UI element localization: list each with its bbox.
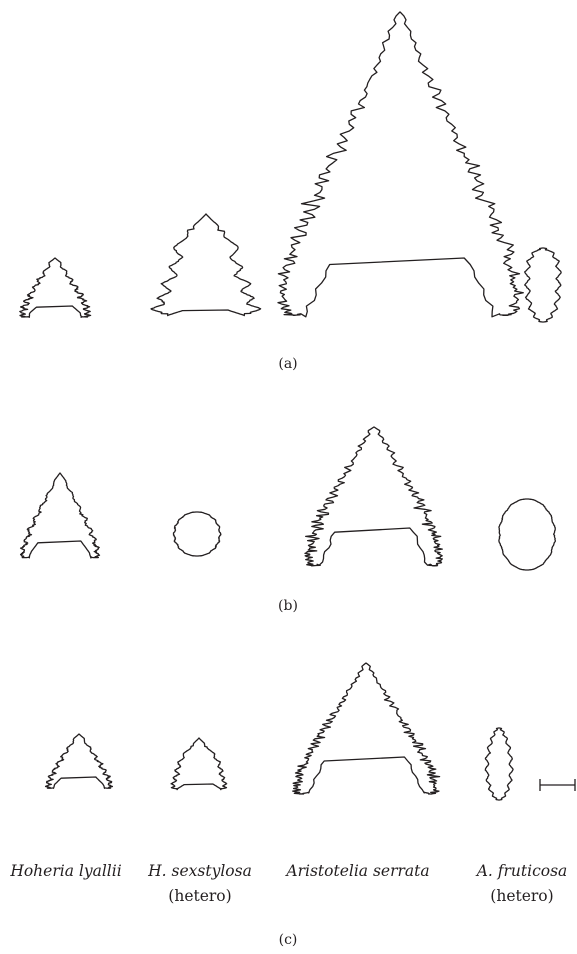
species-label-a-fruticosa: A. fruticosa — [475, 862, 568, 880]
panel-label-b: (b) — [278, 598, 298, 614]
panel-b: (b) — [19, 426, 556, 614]
panel-label-a: (a) — [278, 356, 297, 372]
leaf-a-aristotelia-serrata — [277, 11, 524, 318]
scale-bar — [539, 779, 576, 791]
leaf-a-hoheria-lyallii — [19, 257, 92, 318]
species-note-a-fruticosa: (hetero) — [490, 887, 553, 905]
leaf-c-h-sexstylosa — [170, 737, 228, 791]
leaf-c-a-fruticosa — [484, 727, 514, 801]
leaf-c-hoheria-lyallii — [44, 733, 114, 789]
panel-c: Hoheria lyallii H. sexstylosa (hetero) A… — [9, 662, 576, 948]
leaf-b-aristotelia-serrata — [304, 426, 443, 567]
leaf-a-a-fruticosa — [524, 247, 562, 323]
leaf-b-a-fruticosa — [498, 498, 556, 571]
species-label-h-sexstylosa: H. sexstylosa — [147, 862, 252, 880]
panel-a: (a) — [19, 11, 562, 372]
leaf-b-hoheria-lyallii — [19, 472, 101, 559]
leaf-a-h-sexstylosa — [150, 213, 262, 317]
species-label-hoheria-lyallii: Hoheria lyallii — [9, 862, 121, 880]
species-note-h-sexstylosa: (hetero) — [168, 887, 231, 905]
panel-label-c: (c) — [279, 932, 298, 948]
leaf-c-aristotelia-serrata — [292, 662, 441, 795]
species-label-aristotelia-serrata: Aristotelia serrata — [284, 862, 429, 880]
leaf-b-h-sexstylosa — [172, 511, 222, 557]
